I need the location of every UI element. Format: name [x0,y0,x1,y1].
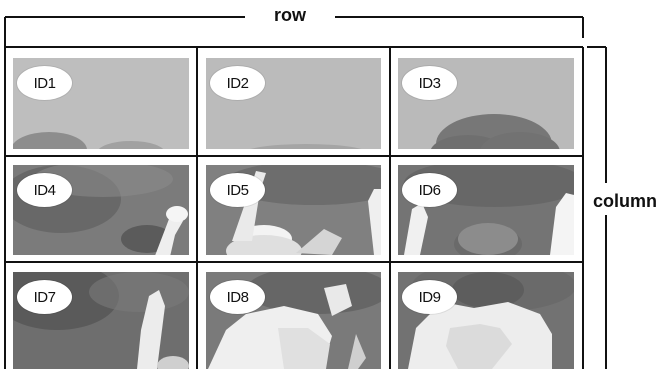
screen-cell-4: ID4 [13,165,189,255]
screen-cell-5: ID5 [206,165,381,255]
screen-cell-6: ID6 [398,165,574,255]
screen-cell-1: ID1 [13,58,189,149]
screen-cell-9: ID9 [398,272,574,369]
cell-image-3 [398,58,574,149]
screen-cell-2: ID2 [206,58,381,149]
screen-id-1: ID1 [17,66,72,100]
screen-id-3: ID3 [402,66,457,100]
screen-id-5: ID5 [210,173,265,207]
screen-id-7: ID7 [17,280,72,314]
screen-cell-7: ID7 [13,272,189,369]
cell-image-1 [13,58,189,149]
screen-id-9: ID9 [402,280,457,314]
cell-image-8 [206,272,381,369]
screen-id-8: ID8 [210,280,265,314]
screen-id-2: ID2 [210,66,265,100]
column-label: column [593,191,658,211]
screen-cell-3: ID3 [398,58,574,149]
screen-id-4: ID4 [17,173,72,207]
screen-id-6: ID6 [402,173,457,207]
row-label: row [273,5,306,25]
screen-cell-8: ID8 [206,272,381,369]
